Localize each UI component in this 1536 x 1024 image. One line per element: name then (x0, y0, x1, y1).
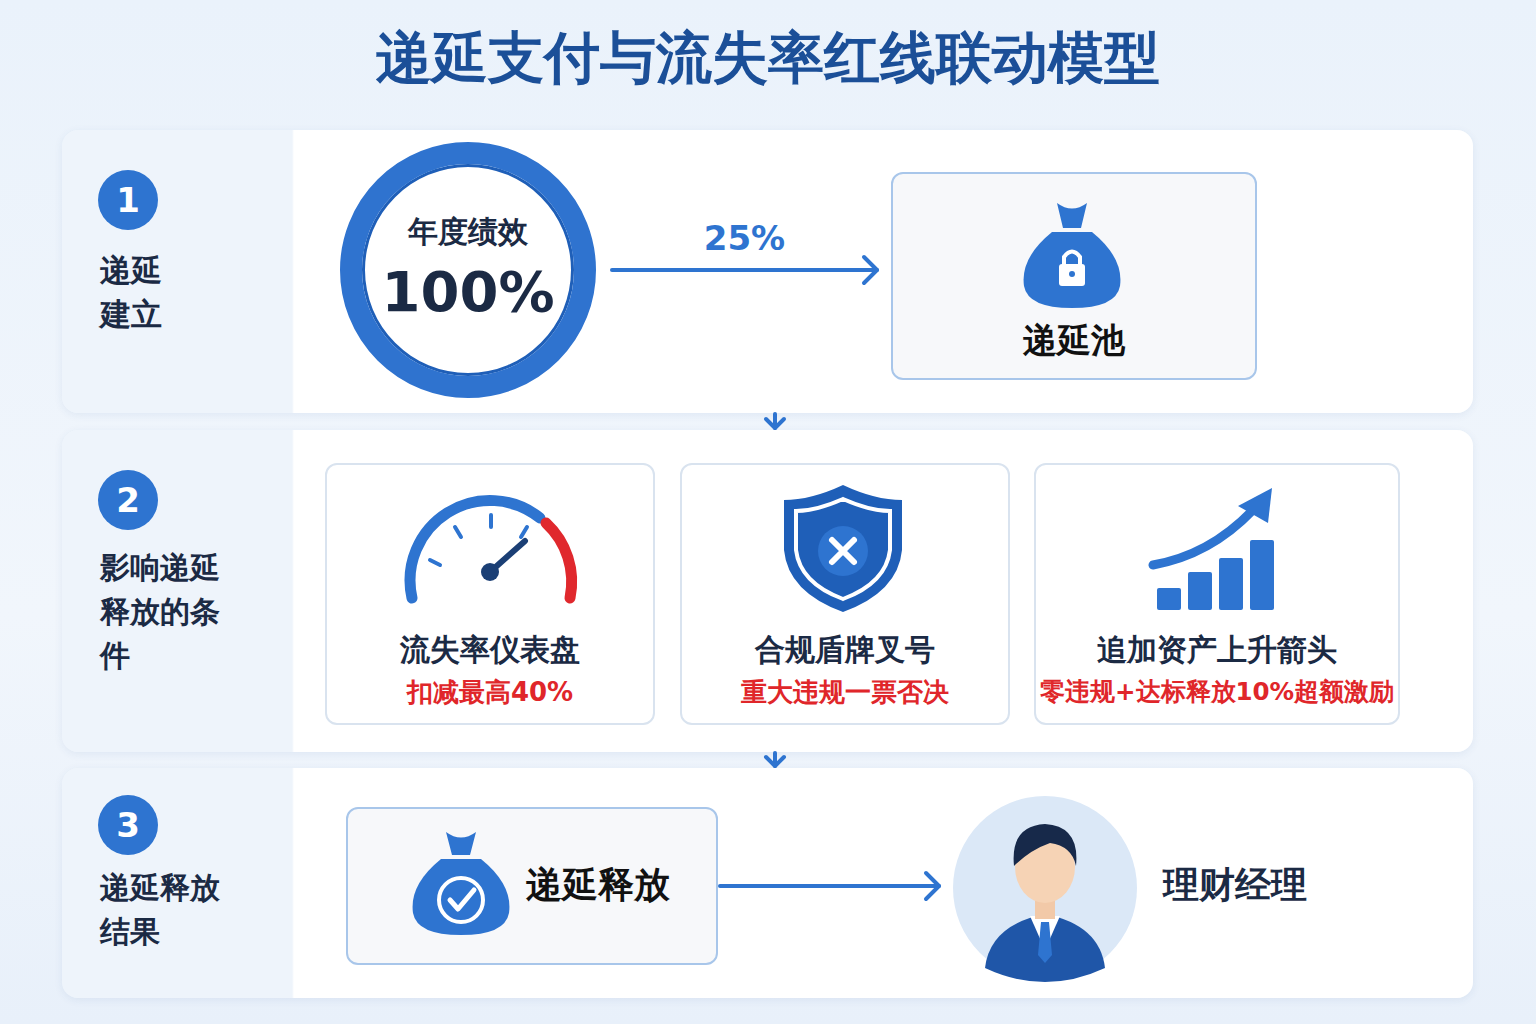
arrowhead (864, 257, 877, 283)
performance-ring: 年度绩效 100% (340, 142, 596, 398)
node-label: 流失率仪表盘 (335, 630, 645, 669)
arrowhead (766, 419, 784, 428)
locked-bag-icon (1024, 203, 1121, 308)
node-note: 扣减最高40% (335, 676, 645, 710)
step-number: 3 (98, 795, 158, 855)
node-note: 100% (358, 256, 578, 329)
edge-label: 25% (704, 218, 785, 258)
stage-panel: 递延释放 结果 3 递延释放 理财经理 (62, 768, 1473, 998)
step-number: 1 (98, 170, 158, 230)
node-label: 1 (98, 170, 158, 230)
page-title: 递延支付与流失率红线联动模型 (0, 22, 1536, 95)
node-label: 递延释放 (526, 862, 712, 909)
shield-icon (784, 485, 902, 612)
node-label: 影响递延 释放的条件 (100, 546, 240, 678)
node-note: 零违规+达标释放10%超额激励 (1040, 676, 1394, 708)
node-label: 年度绩效 (368, 212, 568, 251)
step-number: 2 (98, 470, 158, 530)
node-label: 递延池 (901, 318, 1247, 362)
connector-line (612, 268, 877, 272)
flow-arrow (766, 414, 784, 428)
node-label: 合规盾牌叉号 (690, 630, 1000, 669)
arrowhead (766, 757, 784, 766)
manager-figure (985, 824, 1105, 982)
flow-arrow (720, 873, 939, 899)
node-note: 重大违规一票否决 (690, 676, 1000, 710)
node-label: 3 (98, 795, 158, 855)
growth-chart-icon (1153, 488, 1274, 610)
condition-card: 追加资产上升箭头零违规+达标释放10%超额激励 (1034, 463, 1400, 725)
node-label: 递延 建立 (100, 248, 190, 336)
flow-arrow (612, 257, 877, 283)
node-label: 2 (98, 470, 158, 530)
release-box: 递延释放 (346, 807, 718, 965)
node-label: 递延释放 结果 (100, 866, 240, 954)
gauge-icon (410, 500, 572, 598)
node-label: 理财经理 (1163, 862, 1363, 909)
flow-arrow (766, 753, 784, 766)
node-label: 追加资产上升箭头 (1042, 630, 1392, 669)
arrowhead (926, 873, 939, 899)
released-bag-icon (413, 832, 510, 935)
connector-line (720, 884, 939, 888)
